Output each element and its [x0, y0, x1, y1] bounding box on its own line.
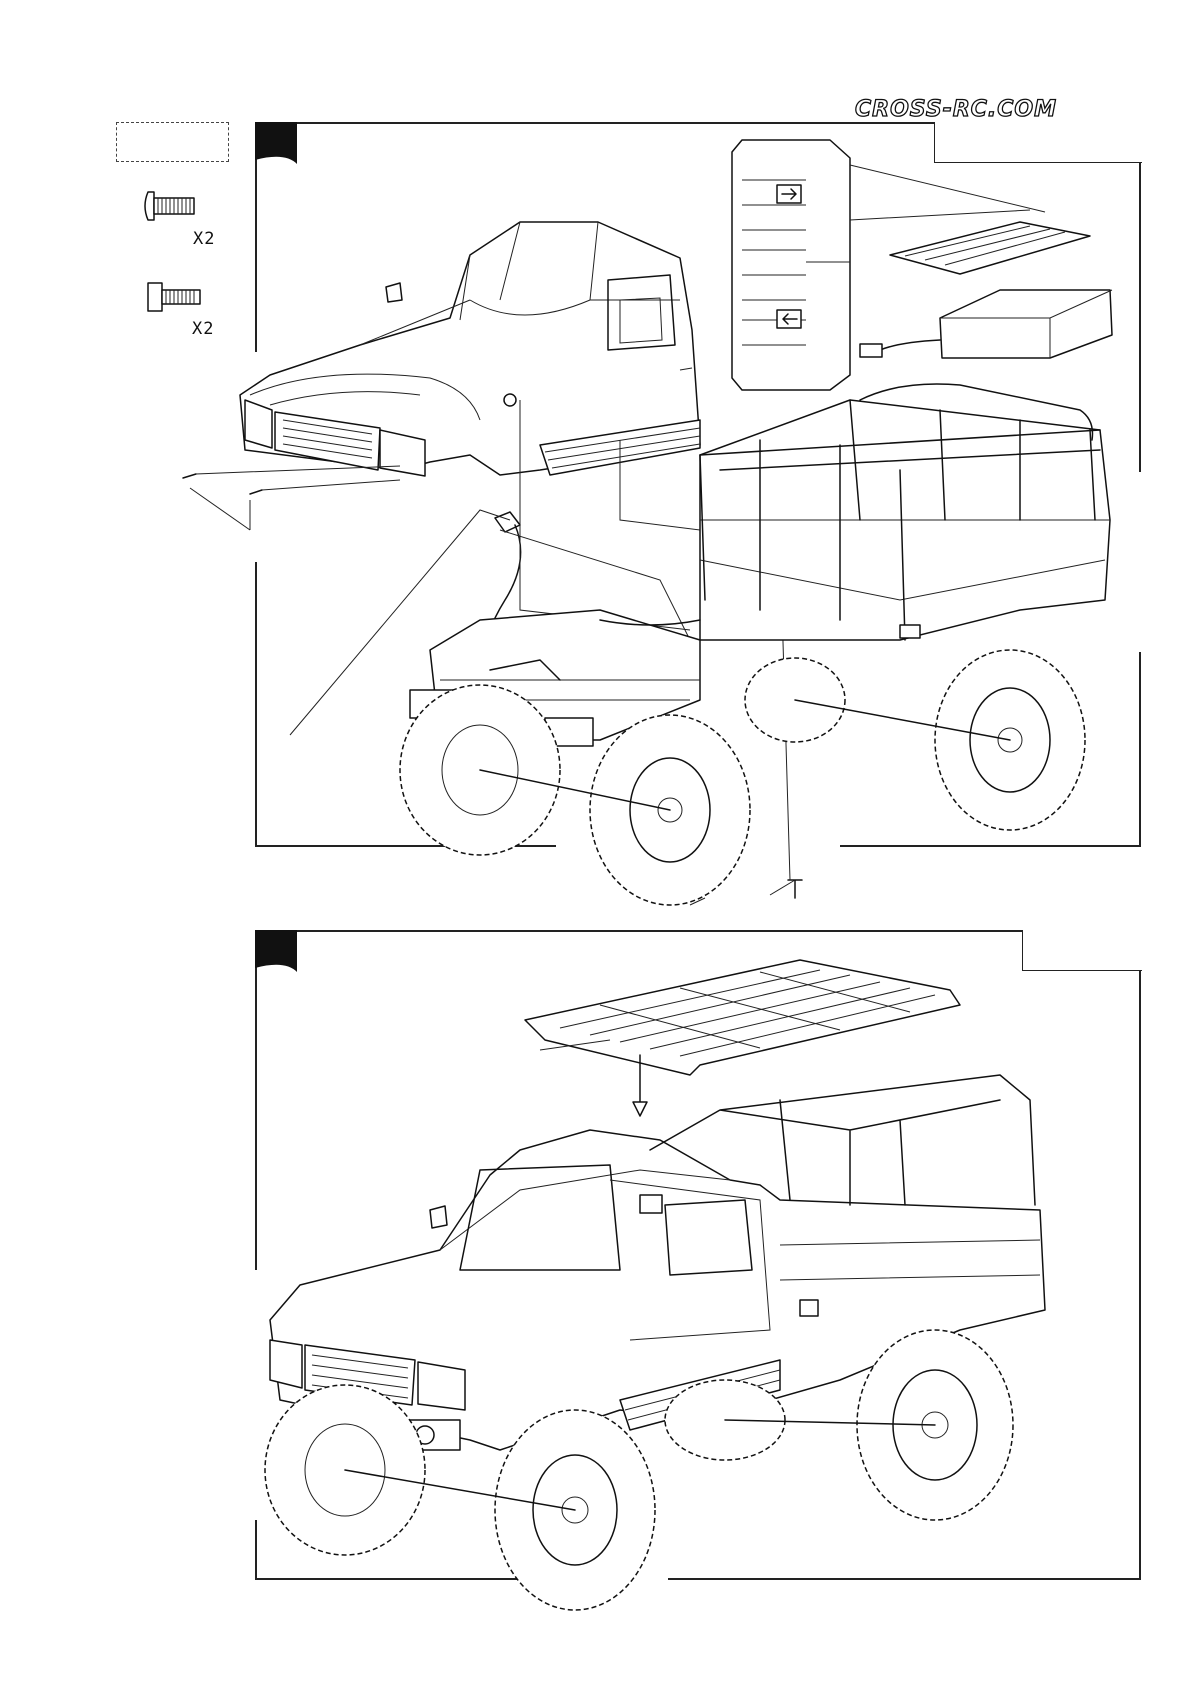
logo-text: CROSS-RC.COM	[855, 97, 1057, 122]
step-1-wheels	[400, 650, 1085, 905]
step-2-illustration	[250, 935, 1140, 1635]
step-1-illustration	[170, 135, 1140, 915]
cab-body	[240, 222, 700, 476]
roof-rack	[525, 960, 960, 1116]
battery-detail-callout	[732, 140, 1112, 390]
